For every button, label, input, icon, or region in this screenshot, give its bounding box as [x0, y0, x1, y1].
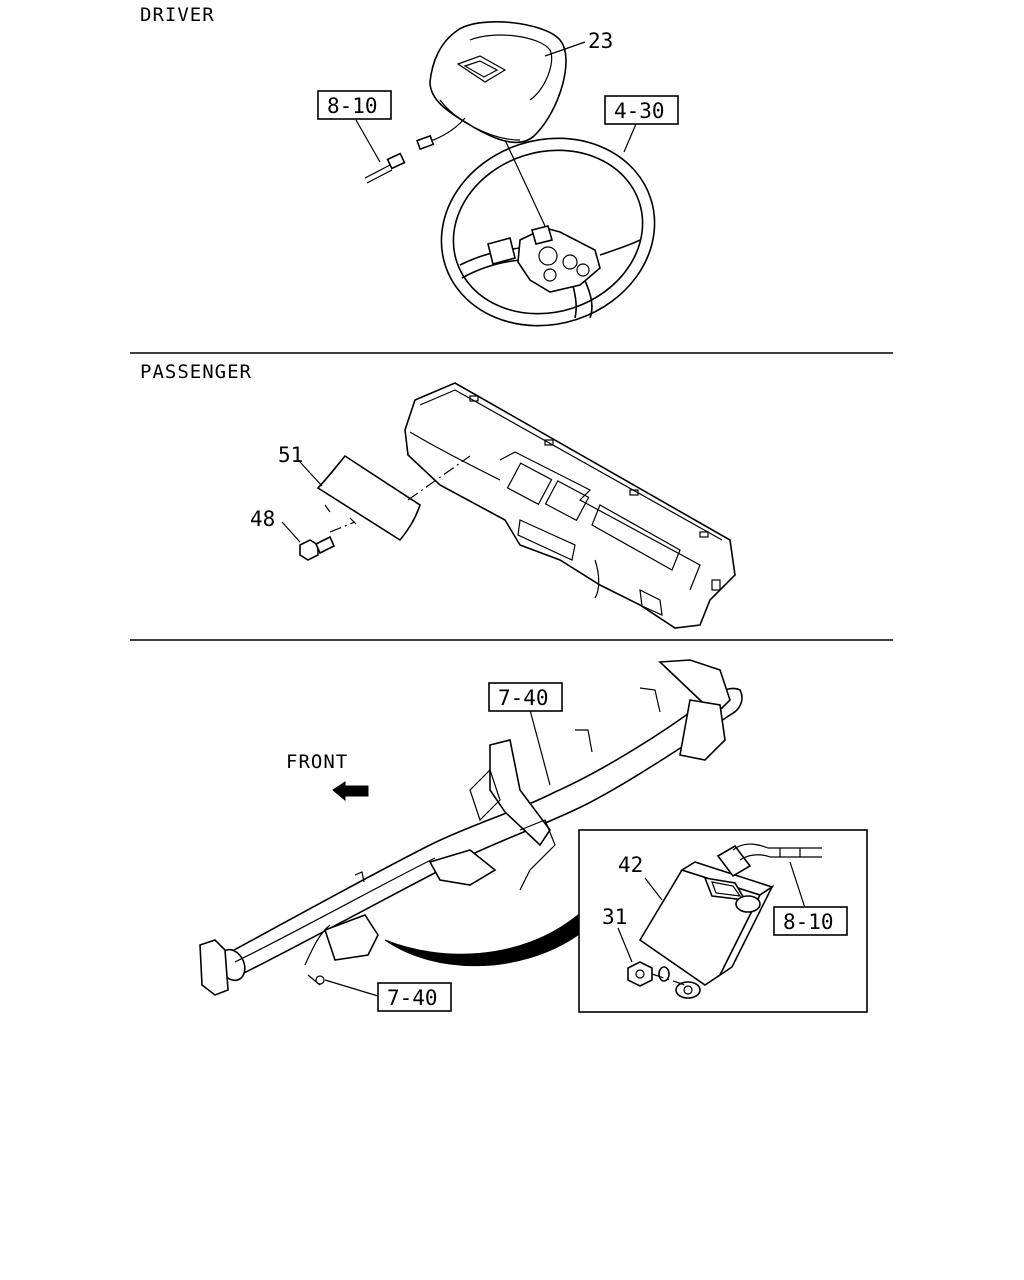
ref-box-8-10-inset[interactable]: 8-10 — [773, 906, 848, 936]
svg-text:4-30: 4-30 — [614, 99, 665, 123]
section-title-passenger: PASSENGER — [140, 361, 252, 383]
svg-text:7-40: 7-40 — [498, 686, 549, 710]
leader-7-40-top — [529, 709, 551, 786]
leader-31 — [617, 927, 633, 963]
part-number-51[interactable]: 51 — [278, 443, 303, 467]
steering-wheel[interactable] — [417, 111, 679, 353]
part-number-48[interactable]: 48 — [250, 507, 275, 531]
ref-box-7-40-bottom[interactable]: 7-40 — [377, 982, 452, 1012]
section-title-driver: DRIVER — [140, 4, 215, 26]
ref-box-7-40-top[interactable]: 7-40 — [488, 682, 563, 712]
inset-harness — [716, 843, 822, 909]
airbag-sensor-unit[interactable] — [638, 861, 775, 999]
leader-48 — [281, 521, 301, 543]
inset-detail: 42 31 8-10 — [578, 829, 868, 1013]
curved-arrow-icon — [384, 913, 579, 967]
svg-text:7-40: 7-40 — [387, 986, 438, 1010]
instrument-panel[interactable] — [404, 382, 736, 629]
passenger-airbag-lid[interactable] — [316, 454, 421, 542]
leader-4-30 — [623, 123, 637, 153]
leader-42 — [644, 877, 663, 901]
svg-text:8-10: 8-10 — [783, 910, 834, 934]
ref-box-4-30[interactable]: 4-30 — [604, 95, 679, 125]
leader-51 — [299, 461, 323, 487]
airbag-connector — [416, 117, 466, 151]
leader-23 — [544, 41, 586, 57]
svg-text:8-10: 8-10 — [327, 94, 378, 118]
assembly-line-lid — [407, 455, 471, 501]
beam-brackets — [199, 659, 731, 996]
front-arrow-icon — [332, 781, 369, 802]
driver-airbag-module[interactable] — [429, 21, 567, 144]
front-label: FRONT — [286, 751, 348, 773]
leader-7-40-bottom — [324, 979, 379, 997]
assembly-line-bolt — [329, 521, 356, 533]
part-number-31[interactable]: 31 — [602, 905, 627, 929]
part-number-23[interactable]: 23 — [588, 29, 613, 53]
nut-31[interactable] — [627, 961, 686, 987]
harness-connector-top — [355, 119, 406, 184]
ref-box-8-10-top[interactable]: 8-10 — [317, 90, 392, 120]
bolt-48[interactable] — [299, 535, 336, 561]
part-number-42[interactable]: 42 — [618, 853, 643, 877]
